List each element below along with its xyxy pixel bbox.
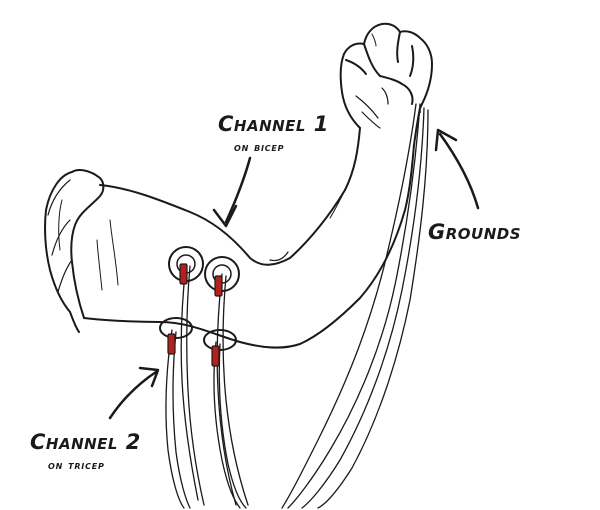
electrode-wires [166, 264, 248, 508]
grounds-arrow [436, 130, 478, 208]
channel1-subtitle: on bicep [234, 140, 284, 154]
channel1-arrow [214, 158, 250, 226]
forearm [290, 108, 420, 344]
channel2-subtitle: on tricep [48, 458, 105, 472]
grounds-label: Grounds [428, 220, 521, 244]
channel2-arrow [110, 368, 158, 418]
upper-arm [84, 185, 300, 348]
shirt-sleeve [45, 170, 103, 332]
channel2-title: Channel 2 [30, 430, 141, 454]
channel1-title: Channel 1 [218, 112, 329, 136]
